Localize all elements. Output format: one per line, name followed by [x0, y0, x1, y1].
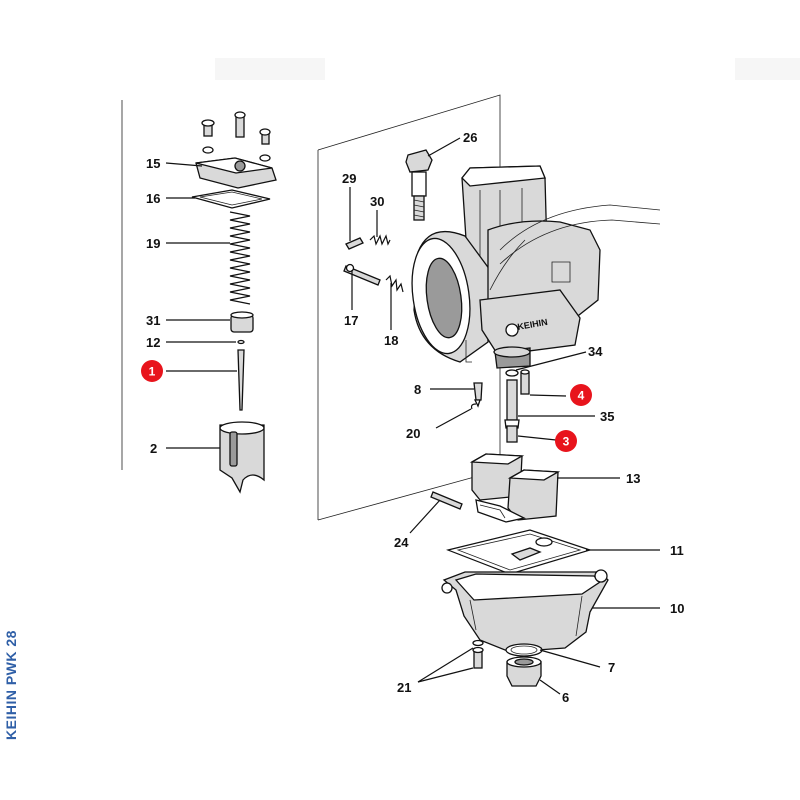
float-pin: [430, 491, 463, 510]
highlight-badges: 1 4 3: [141, 360, 592, 452]
callout-18: 18: [384, 333, 398, 348]
carburetor-body: KEIHIN: [411, 165, 661, 369]
callout-24: 24: [394, 535, 409, 550]
callout-35: 35: [600, 409, 614, 424]
callout-11: 11: [670, 543, 684, 558]
callout-34: 34: [588, 344, 603, 359]
callout-16: 16: [146, 191, 160, 206]
throttle-spring: [229, 210, 251, 305]
bowl-screws: [472, 639, 484, 669]
callout-12: 12: [146, 335, 160, 350]
badge-3-circle: [555, 430, 577, 452]
air-screw-29: [345, 237, 364, 250]
badge-4: 4: [578, 389, 585, 403]
callout-19: 19: [146, 236, 160, 251]
main-jet-3: [506, 425, 518, 443]
callout-21: 21: [397, 680, 411, 695]
callout-30: 30: [370, 194, 384, 209]
badge-3: 3: [563, 435, 570, 449]
callout-20: 20: [406, 426, 420, 441]
callout-17: 17: [344, 313, 358, 328]
needle-holder: [230, 311, 254, 333]
top-cap-screws: [201, 111, 271, 162]
float-bowl-gasket: [446, 529, 592, 575]
throttle-slide: [219, 421, 265, 494]
air-screw-spring-30: [369, 234, 391, 246]
callout-10: 10: [670, 601, 684, 616]
idle-screw-17: [343, 263, 381, 286]
float-bowl: [441, 569, 609, 653]
callout-6: 6: [562, 690, 569, 705]
cap-gasket: [191, 189, 271, 209]
callout-13: 13: [626, 471, 640, 486]
idle-screw-spring-18: [385, 274, 404, 293]
jet-34: [505, 369, 519, 377]
badge-1-circle: [141, 360, 163, 382]
callout-7: 7: [608, 660, 615, 675]
clip-20: [470, 403, 477, 410]
badge-1: 1: [149, 365, 156, 379]
callout-2: 2: [150, 441, 157, 456]
pilot-jet-4: [520, 369, 530, 395]
callout-numbers: 15 16 19 31 12 2 29 30 17 18 26 34 8 20 …: [146, 130, 684, 705]
floats: [469, 453, 561, 523]
callout-26: 26: [463, 130, 477, 145]
carburetor-top-cap: [195, 157, 277, 189]
model-label: KEIHIN PWK 28: [3, 630, 19, 740]
jet-needle: [237, 349, 245, 411]
drain-o-ring: [505, 643, 543, 657]
callout-8: 8: [414, 382, 421, 397]
float-needle-8: [473, 382, 483, 408]
callout-29: 29: [342, 171, 356, 186]
drain-plug: [506, 656, 542, 687]
leader-lines: [165, 137, 660, 695]
needle-clip: [237, 339, 245, 345]
callout-31: 31: [146, 313, 160, 328]
needle-jet: [504, 379, 520, 429]
badge-4-circle: [570, 384, 592, 406]
cable-adjuster: [405, 149, 433, 221]
callout-15: 15: [146, 156, 160, 171]
